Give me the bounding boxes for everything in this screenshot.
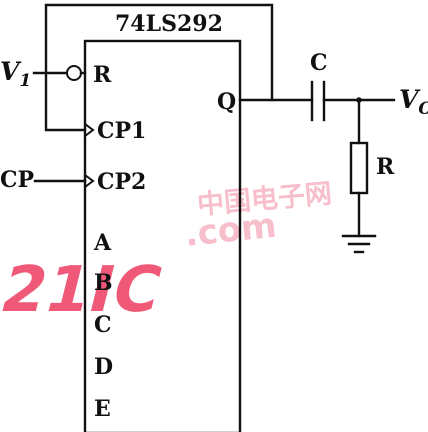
clock-input: CP CP2 — [0, 167, 146, 195]
v1-main-label: V — [0, 57, 22, 86]
chip-left-pins: A B C D E — [93, 230, 113, 422]
counter-chip: 74LS292 — [83, 11, 242, 432]
q-to-cp1-feedback-wire — [44, 3, 274, 132]
chip-body — [83, 39, 242, 432]
output-section: Q C VO R — [217, 50, 428, 254]
pin-a-label: A — [93, 230, 112, 256]
vo-subscript-label: O — [418, 99, 428, 119]
cp-input-label: CP — [0, 167, 34, 193]
cp2-pin-label: CP2 — [97, 169, 146, 195]
cp1-clock-marker — [84, 123, 95, 137]
q-pin-label: Q — [217, 89, 236, 115]
reset-pin-label: R — [93, 62, 112, 88]
resistor-label: R — [376, 154, 395, 180]
vo-label: VO — [399, 85, 428, 119]
pin-b-label: B — [94, 270, 113, 296]
pin-c-label: C — [94, 312, 112, 338]
watermark-domain: .com — [183, 206, 279, 255]
reset-input: V1 R — [0, 57, 112, 91]
cp1-pin-label: CP1 — [97, 118, 146, 144]
chip-title: 74LS292 — [115, 11, 223, 37]
v1-subscript-label: 1 — [19, 71, 31, 91]
cp2-clock-marker — [84, 174, 95, 188]
vo-main-label: V — [399, 85, 421, 114]
pin-d-label: D — [94, 354, 113, 380]
v1-label: V1 — [0, 57, 31, 91]
pin-e-label: E — [94, 396, 111, 422]
capacitor-label: C — [310, 50, 328, 76]
feedback-loop: CP1 — [44, 3, 274, 144]
